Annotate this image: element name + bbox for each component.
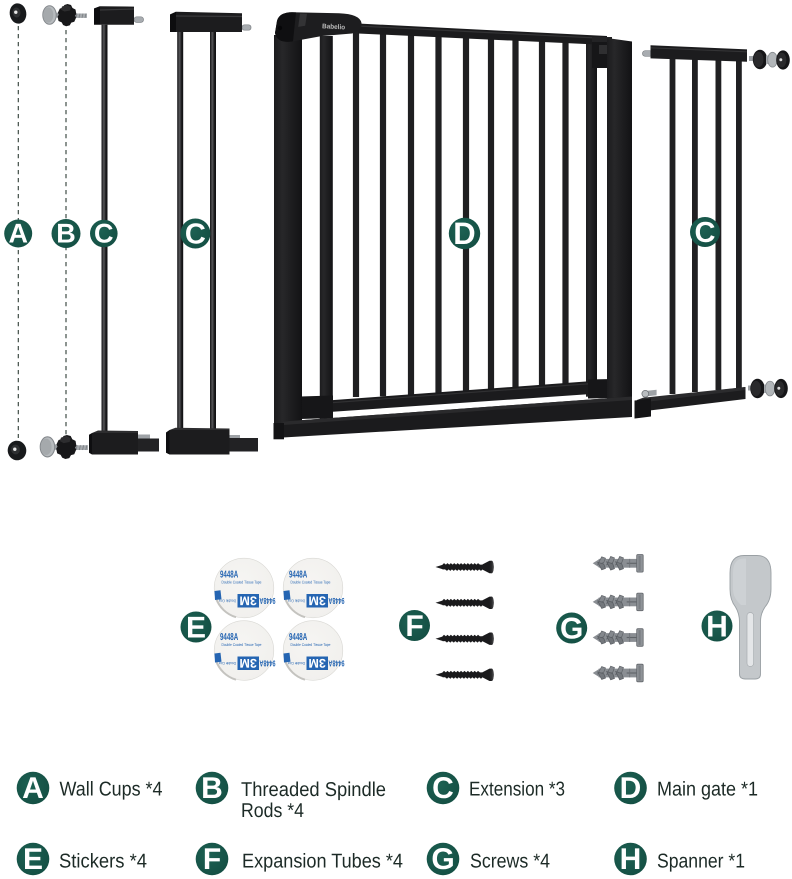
svg-text:C: C xyxy=(185,219,206,251)
svg-text:B: B xyxy=(201,772,223,805)
svg-text:Babelio: Babelio xyxy=(322,23,345,31)
svg-text:A: A xyxy=(8,219,28,249)
svg-text:Main gate *1: Main gate *1 xyxy=(657,779,758,801)
svg-text:C: C xyxy=(695,217,716,249)
svg-text:Spanner *1: Spanner *1 xyxy=(657,850,745,872)
svg-text:Rods *4: Rods *4 xyxy=(241,800,304,822)
svg-text:H: H xyxy=(706,610,728,643)
svg-text:G: G xyxy=(431,843,454,876)
svg-text:C: C xyxy=(432,772,454,805)
svg-text:G: G xyxy=(560,612,583,645)
svg-text:A: A xyxy=(22,772,44,805)
svg-text:F: F xyxy=(203,843,221,876)
svg-text:D: D xyxy=(620,772,642,805)
svg-text:C: C xyxy=(94,219,114,249)
svg-text:Expansion Tubes *4: Expansion Tubes *4 xyxy=(242,850,403,872)
svg-text:E: E xyxy=(23,843,43,876)
svg-text:Threaded Spindle: Threaded Spindle xyxy=(241,779,386,801)
svg-text:D: D xyxy=(453,216,475,251)
svg-text:Stickers *4: Stickers *4 xyxy=(59,850,147,872)
svg-text:B: B xyxy=(56,219,76,249)
svg-text:F: F xyxy=(405,610,423,643)
svg-text:Extension *3: Extension *3 xyxy=(469,779,565,801)
svg-text:Screws *4: Screws *4 xyxy=(470,850,550,872)
svg-text:E: E xyxy=(186,611,206,644)
svg-text:Wall Cups *4: Wall Cups *4 xyxy=(60,779,163,801)
svg-text:H: H xyxy=(620,843,642,876)
